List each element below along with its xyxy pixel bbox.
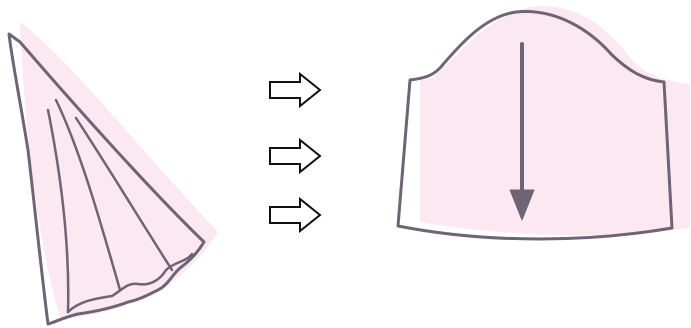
fold-line-3 — [74, 116, 174, 272]
transition-arrows — [269, 71, 322, 234]
grainline-arrow — [509, 42, 535, 221]
transition-arrow-icon — [269, 71, 322, 109]
grainline-arrowhead-icon — [509, 189, 535, 221]
flared-piece-fill — [20, 22, 218, 318]
transition-arrow-icon — [269, 196, 322, 234]
flared-sleeve-piece — [7, 22, 218, 326]
flat-pattern-piece — [396, 6, 690, 241]
pattern-piece-outline — [396, 10, 674, 241]
fold-line-1 — [46, 108, 70, 314]
fold-line-2 — [54, 98, 122, 292]
transition-arrow-icon — [269, 137, 322, 175]
pattern-piece-fill — [420, 6, 690, 236]
flared-piece-outline — [7, 32, 206, 326]
hem-ruffle — [66, 252, 194, 314]
